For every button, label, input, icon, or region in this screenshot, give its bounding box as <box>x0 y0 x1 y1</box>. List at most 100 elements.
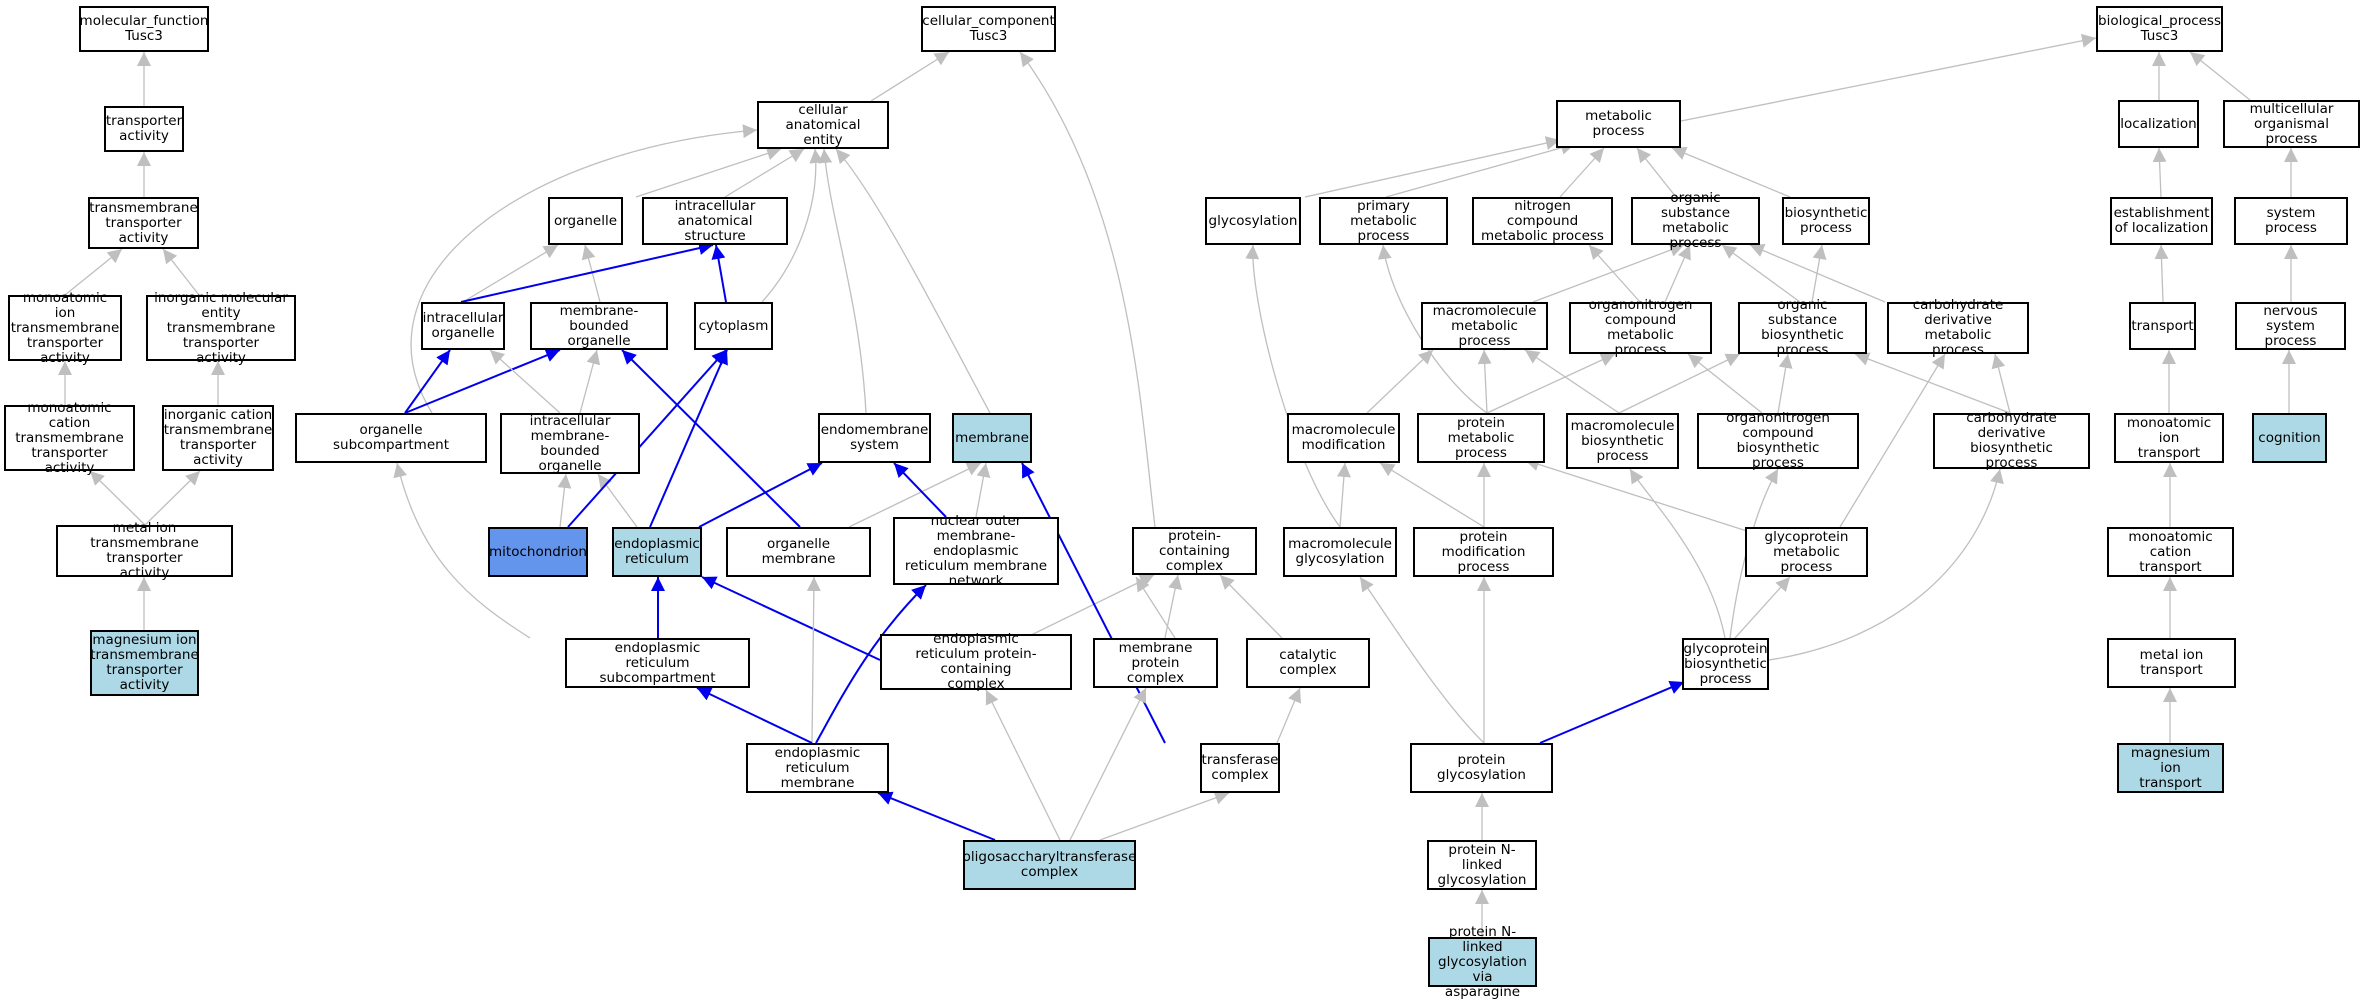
edge-is-a <box>597 473 638 528</box>
node-glycosylation[interactable]: glycosylation <box>1205 197 1301 245</box>
edge-part-of <box>815 584 927 744</box>
node-nitrogen-compound-metabolic-process[interactable]: nitrogen compound metabolic process <box>1472 197 1613 245</box>
node-transferase-complex[interactable]: transferase complex <box>1200 743 1280 793</box>
node-carbohydrate-derivative-metabolic-process[interactable]: carbohydrate derivative metabolic proces… <box>1887 298 2029 358</box>
edge-is-a <box>1680 33 2097 122</box>
node-macromolecule-modification[interactable]: macromolecule modification <box>1287 413 1400 463</box>
node-endoplasmic-reticulum[interactable]: endoplasmic reticulum <box>612 527 702 577</box>
edge-is-a <box>835 148 991 414</box>
node-nuclear-outer-membrane-er-network[interactable]: nuclear outer membrane-endoplasmic retic… <box>893 513 1059 588</box>
edge-part-of <box>460 241 714 303</box>
node-transporter-activity[interactable]: transporter activity <box>104 106 184 152</box>
edge-is-a <box>1839 353 1946 528</box>
node-membrane[interactable]: membrane <box>952 413 1032 463</box>
node-monoatomic-ion-transport[interactable]: monoatomic ion transport <box>2114 413 2224 463</box>
edge-is-a <box>985 689 1061 841</box>
node-macromolecule-glycosylation[interactable]: macromolecule glycosylation <box>1283 527 1397 577</box>
edge-is-a <box>1219 574 1283 639</box>
node-catalytic-complex[interactable]: catalytic complex <box>1246 638 1370 688</box>
node-mf-root[interactable]: molecular_function Tusc3 <box>79 6 209 52</box>
edge-is-a <box>1749 243 1886 303</box>
edge-is-a <box>1164 574 1183 639</box>
node-intracellular-membrane-bounded-organelle[interactable]: intracellular membrane-bounded organelle <box>500 413 640 474</box>
node-multicellular-organismal-process[interactable]: multicellular organismal process <box>2223 100 2360 148</box>
edge-is-a <box>144 470 201 526</box>
node-organelle-subcompartment[interactable]: organelle subcompartment <box>295 413 487 463</box>
edge-part-of <box>696 687 813 744</box>
node-cc-root[interactable]: cellular_component Tusc3 <box>921 6 1056 52</box>
node-cytoplasm[interactable]: cytoplasm <box>694 302 773 350</box>
node-er-protein-containing-complex[interactable]: endoplasmic reticulum protein-containing… <box>880 632 1072 692</box>
node-protein-n-linked-glycosylation-via-asparagine[interactable]: protein N-linked glycosylation via aspar… <box>1428 924 1537 999</box>
edge-is-a <box>1024 574 1155 639</box>
node-protein-metabolic-process[interactable]: protein metabolic process <box>1417 413 1545 463</box>
edge-part-of <box>1539 681 1685 744</box>
node-membrane-protein-complex[interactable]: membrane protein complex <box>1093 638 1218 688</box>
edge-part-of <box>404 348 561 414</box>
node-cognition[interactable]: cognition <box>2252 413 2327 463</box>
edge-is-a <box>870 51 950 102</box>
edge-is-a <box>818 148 867 414</box>
node-localization[interactable]: localization <box>2118 100 2199 148</box>
edge-is-a <box>579 349 601 414</box>
node-intracellular-anatomical-structure[interactable]: intracellular anatomical structure <box>642 197 788 245</box>
node-mitochondrion[interactable]: mitochondrion <box>488 527 588 577</box>
node-er-subcompartment[interactable]: endoplasmic reticulum subcompartment <box>565 638 750 688</box>
edge-is-a <box>1385 141 1576 198</box>
node-oligosaccharyltransferase-complex[interactable]: oligosaccharyltransferase complex <box>963 840 1136 890</box>
node-monoatomic-cation-transport[interactable]: monoatomic cation transport <box>2107 527 2234 577</box>
node-bp-root[interactable]: biological_process Tusc3 <box>2096 6 2223 52</box>
node-macromolecule-metabolic-process[interactable]: macromolecule metabolic process <box>1421 302 1548 350</box>
node-monoatomic-ion-tm-transporter[interactable]: monoatomic ion transmembrane transporter… <box>8 290 122 365</box>
node-organonitrogen-compound-metabolic-process[interactable]: organonitrogen compound metabolic proces… <box>1569 298 1712 358</box>
node-organonitrogen-compound-biosynthetic-process[interactable]: organonitrogen compound biosynthetic pro… <box>1697 411 1859 471</box>
edge-is-a <box>1559 147 1605 198</box>
edge-is-a <box>1099 791 1230 841</box>
node-endomembrane-system[interactable]: endomembrane system <box>818 413 931 463</box>
edge-is-a <box>64 248 123 296</box>
edge-is-a <box>1486 353 1616 414</box>
node-metal-ion-transport[interactable]: metal ion transport <box>2107 638 2236 688</box>
node-transport[interactable]: transport <box>2129 302 2196 350</box>
edge-is-a <box>1854 352 2011 414</box>
node-organelle[interactable]: organelle <box>548 197 623 245</box>
node-metal-ion-tm-transporter[interactable]: metal ion transmembrane transporter acti… <box>56 521 233 581</box>
edge-is-a <box>1477 349 1492 414</box>
node-magnesium-ion-transport[interactable]: magnesium ion transport <box>2117 743 2224 793</box>
edge-is-a <box>635 146 782 198</box>
node-magnesium-ion-tm-transporter[interactable]: magnesium ion transmembrane transporter … <box>90 630 199 696</box>
node-protein-containing-complex[interactable]: protein-containing complex <box>1132 527 1257 575</box>
node-membrane-bounded-organelle[interactable]: membrane-bounded organelle <box>530 302 668 350</box>
node-organelle-membrane[interactable]: organelle membrane <box>726 527 871 577</box>
node-transmembrane-transporter[interactable]: transmembrane transporter activity <box>88 197 199 249</box>
node-carbohydrate-derivative-biosynthetic-process[interactable]: carbohydrate derivative biosynthetic pro… <box>1933 411 2090 471</box>
edge-is-a <box>1636 147 1677 198</box>
node-cellular-anatomical-entity[interactable]: cellular anatomical entity <box>757 101 889 149</box>
node-establishment-of-localization[interactable]: establishment of localization <box>2110 197 2213 245</box>
node-protein-modification-process[interactable]: protein modification process <box>1413 527 1554 577</box>
node-glycoprotein-biosynthetic-process[interactable]: glycoprotein biosynthetic process <box>1682 638 1769 690</box>
edge-part-of <box>567 349 727 528</box>
edge-is-a <box>1524 349 1620 414</box>
node-glycoprotein-metabolic-process[interactable]: glycoprotein metabolic process <box>1745 527 1868 577</box>
node-er-membrane[interactable]: endoplasmic reticulum membrane <box>746 743 889 793</box>
node-primary-metabolic-process[interactable]: primary metabolic process <box>1319 197 1448 245</box>
edge-is-a <box>1734 576 1791 639</box>
node-protein-n-linked-glycosylation[interactable]: protein N-linked glycosylation <box>1427 840 1537 890</box>
node-organic-substance-metabolic-process[interactable]: organic substance metabolic process <box>1631 191 1760 251</box>
node-inorganic-molecular-entity-tm-transporter[interactable]: inorganic molecular entity transmembrane… <box>146 290 296 365</box>
node-macromolecule-biosynthetic-process[interactable]: macromolecule biosynthetic process <box>1566 413 1679 469</box>
node-nervous-system-process[interactable]: nervous system process <box>2235 302 2346 350</box>
edge-is-a <box>848 462 982 528</box>
node-biosynthetic-process[interactable]: biosynthetic process <box>1782 197 1870 245</box>
edge-is-a <box>162 248 200 296</box>
node-intracellular-organelle[interactable]: intracellular organelle <box>421 302 505 350</box>
edge-is-a <box>1276 687 1302 744</box>
node-inorganic-cation-tm-transporter[interactable]: inorganic cation transmembrane transport… <box>162 405 274 471</box>
edge-is-a <box>1618 353 1741 414</box>
node-protein-glycosylation[interactable]: protein glycosylation <box>1410 743 1553 793</box>
node-monoatomic-cation-tm-transporter[interactable]: monoatomic cation transmembrane transpor… <box>4 400 135 475</box>
node-metabolic-process[interactable]: metabolic process <box>1556 100 1681 148</box>
node-system-process[interactable]: system process <box>2234 197 2348 245</box>
node-organic-substance-biosynthetic-process[interactable]: organic substance biosynthetic process <box>1738 298 1867 358</box>
